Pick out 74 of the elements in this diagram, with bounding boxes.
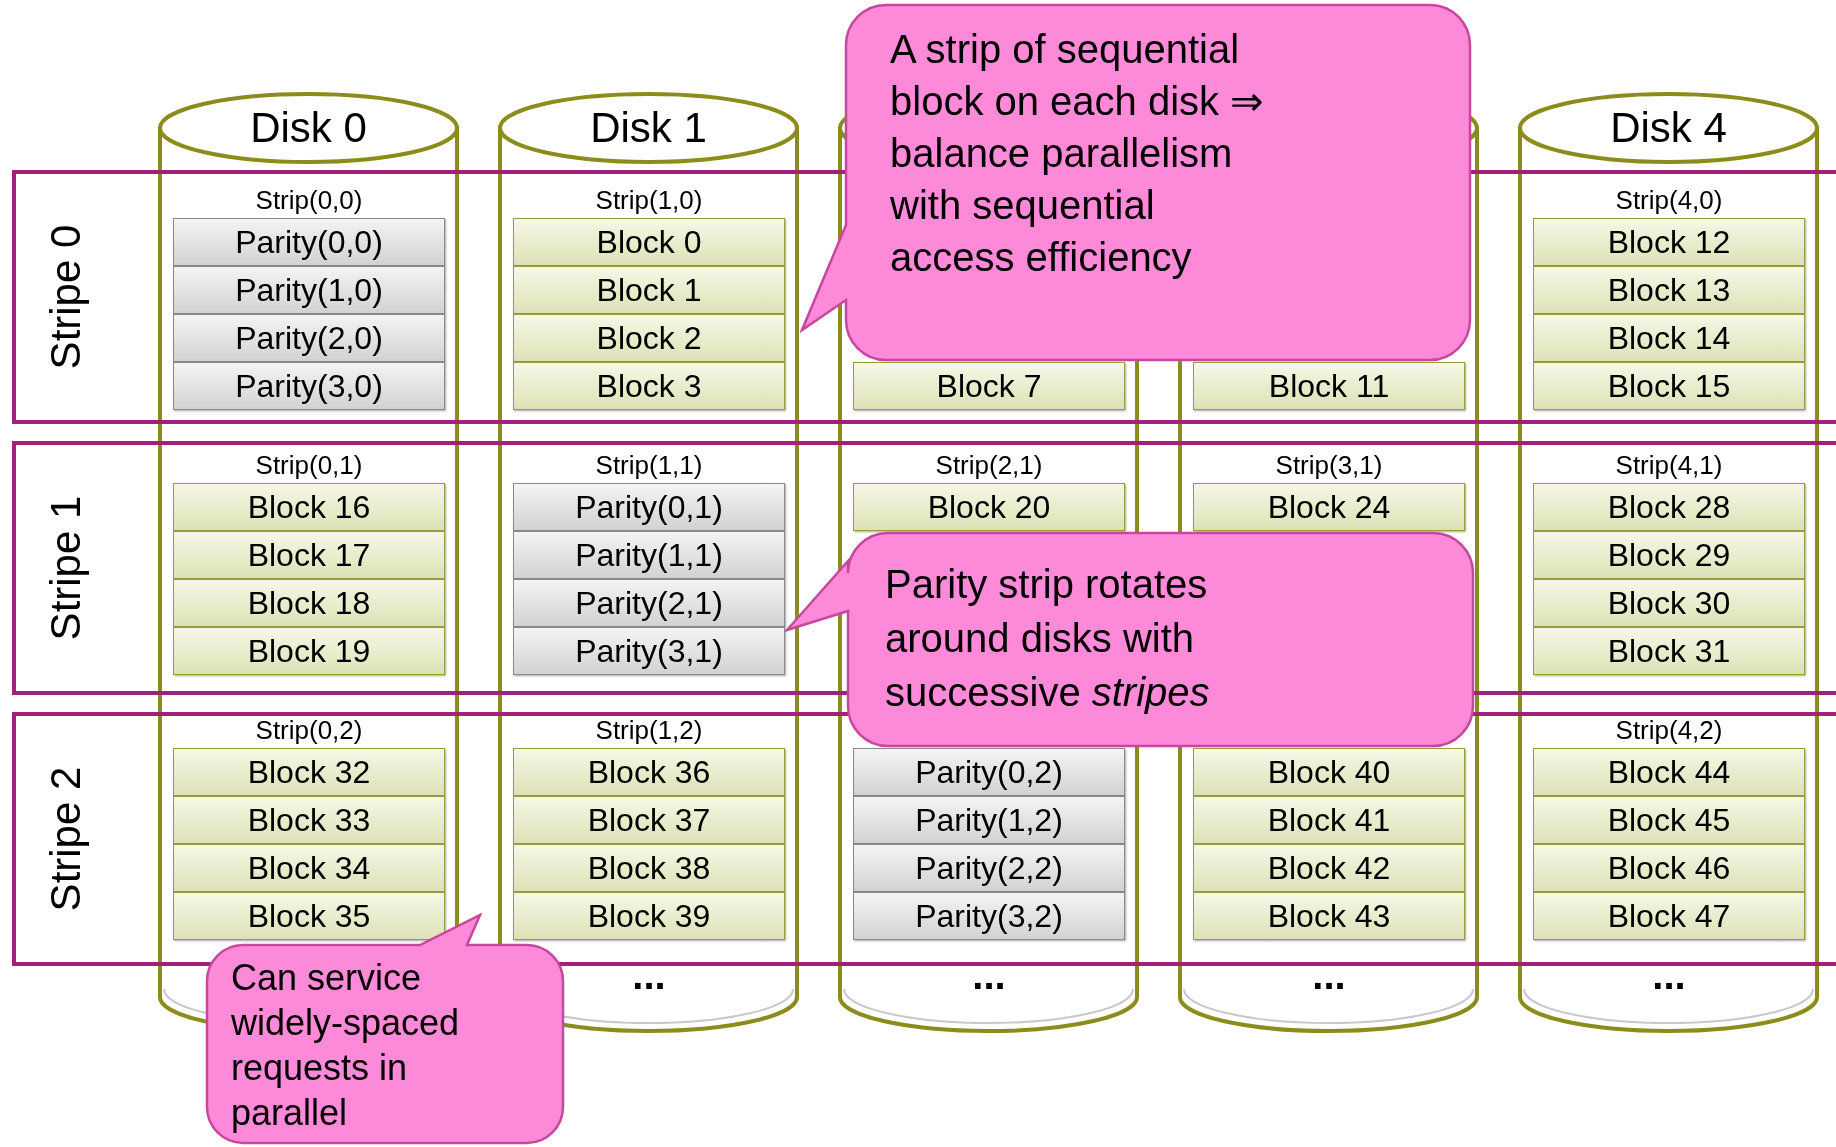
data-block: Block 44 — [1533, 748, 1805, 796]
stripe-label: Stripe 1 — [41, 495, 90, 641]
callout-text: A strip of sequential block on each disk ⇒ balance parallelism with sequential access efficiency — [890, 26, 1266, 281]
data-block: Block 2 — [513, 314, 785, 362]
data-block: Block 34 — [173, 844, 445, 892]
data-block: Block 15 — [1533, 362, 1805, 410]
disk-label: Disk 4 — [1610, 103, 1727, 153]
strip-label: Strip(1,2) — [595, 715, 703, 745]
data-block: Block 0 — [513, 218, 785, 266]
parity-block: Parity(0,0) — [173, 218, 445, 266]
strip-label: Strip(4,1) — [1615, 450, 1723, 480]
data-block: Block 28 — [1533, 483, 1805, 531]
stripe-label: Stripe 0 — [41, 224, 90, 370]
strip-label: Strip(0,0) — [255, 185, 363, 215]
strip-label: Strip(0,1) — [255, 450, 363, 480]
continuation-dots: ... — [632, 955, 666, 995]
data-block: Block 14 — [1533, 314, 1805, 362]
strip-label: Strip(4,0) — [1615, 185, 1723, 215]
data-block: Block 24 — [1193, 483, 1465, 531]
callout-text: Can service widely-spaced requests in parallel — [231, 956, 461, 1135]
data-block: Block 20 — [853, 483, 1125, 531]
data-block: Block 38 — [513, 844, 785, 892]
strip-label: Strip(0,2) — [255, 715, 363, 745]
data-block: Block 43 — [1193, 892, 1465, 940]
parity-block: Parity(3,1) — [513, 627, 785, 675]
strip-label: Strip(2,1) — [935, 450, 1043, 480]
data-block: Block 35 — [173, 892, 445, 940]
parity-block: Parity(2,2) — [853, 844, 1125, 892]
data-block: Block 11 — [1193, 362, 1465, 410]
callout-tooltip — [785, 531, 1475, 748]
data-block: Block 41 — [1193, 796, 1465, 844]
data-block: Block 16 — [173, 483, 445, 531]
data-block: Block 1 — [513, 266, 785, 314]
disk-label: Disk 1 — [590, 103, 707, 153]
data-block: Block 46 — [1533, 844, 1805, 892]
data-block: Block 33 — [173, 796, 445, 844]
strip-label: Strip(1,1) — [595, 450, 703, 480]
parity-block: Parity(3,2) — [853, 892, 1125, 940]
data-block: Block 32 — [173, 748, 445, 796]
data-block: Block 19 — [173, 627, 445, 675]
data-block: Block 30 — [1533, 579, 1805, 627]
data-block: Block 3 — [513, 362, 785, 410]
continuation-dots: ... — [972, 955, 1006, 995]
parity-block: Parity(2,1) — [513, 579, 785, 627]
data-block: Block 7 — [853, 362, 1125, 410]
data-block: Block 31 — [1533, 627, 1805, 675]
strip-label: Strip(4,2) — [1615, 715, 1723, 745]
parity-block: Parity(1,1) — [513, 531, 785, 579]
callout-text: Parity strip rotates around disks with successive stripes — [885, 561, 1211, 716]
strip-label: Strip(1,0) — [595, 185, 703, 215]
data-block: Block 36 — [513, 748, 785, 796]
disk-label: Disk 0 — [250, 103, 367, 153]
data-block: Block 37 — [513, 796, 785, 844]
parity-block: Parity(3,0) — [173, 362, 445, 410]
data-block: Block 29 — [1533, 531, 1805, 579]
parity-block: Parity(2,0) — [173, 314, 445, 362]
data-block: Block 18 — [173, 579, 445, 627]
data-block: Block 17 — [173, 531, 445, 579]
parity-block: Parity(1,2) — [853, 796, 1125, 844]
parity-block: Parity(0,2) — [853, 748, 1125, 796]
strip-label: Strip(3,1) — [1275, 450, 1383, 480]
data-block: Block 12 — [1533, 218, 1805, 266]
continuation-dots: ... — [1652, 955, 1686, 995]
data-block: Block 13 — [1533, 266, 1805, 314]
parity-block: Parity(0,1) — [513, 483, 785, 531]
data-block: Block 39 — [513, 892, 785, 940]
data-block: Block 42 — [1193, 844, 1465, 892]
data-block: Block 45 — [1533, 796, 1805, 844]
parity-block: Parity(1,0) — [173, 266, 445, 314]
data-block: Block 40 — [1193, 748, 1465, 796]
data-block: Block 47 — [1533, 892, 1805, 940]
stripe-label: Stripe 2 — [41, 766, 90, 912]
callout-tooltip — [800, 3, 1472, 363]
continuation-dots: ... — [1312, 955, 1346, 995]
